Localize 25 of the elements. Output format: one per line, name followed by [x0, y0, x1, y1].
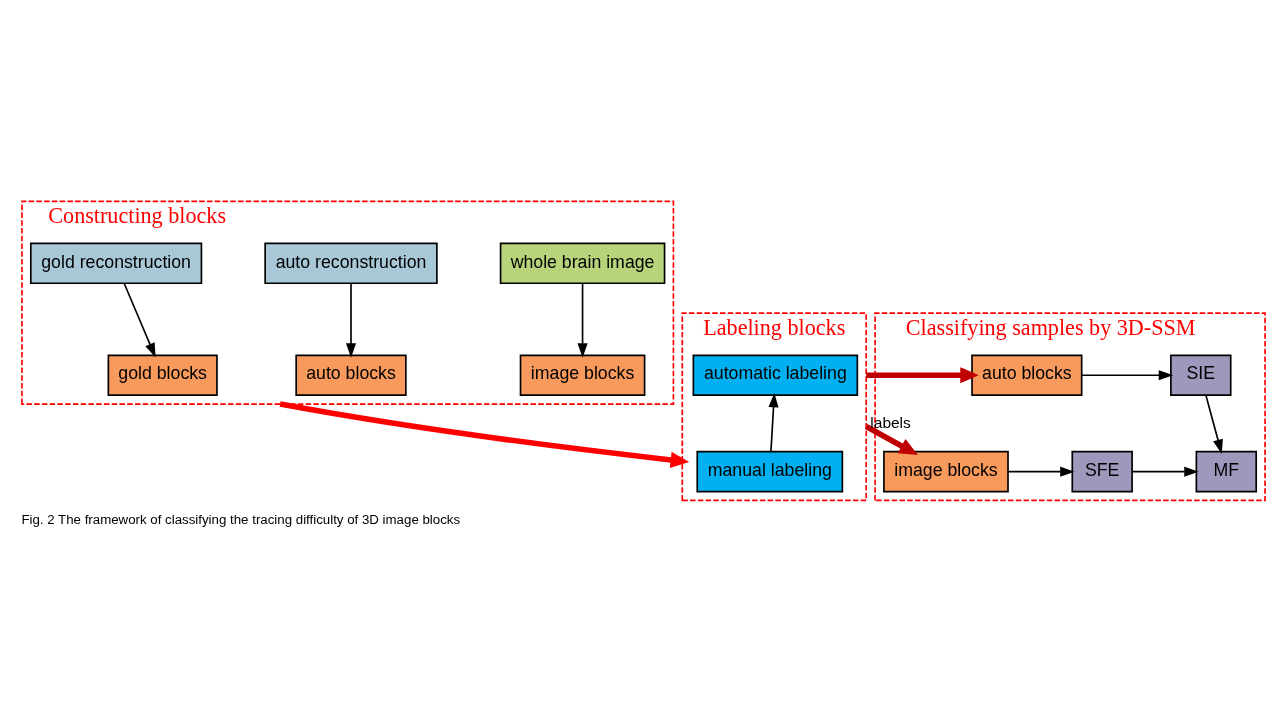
arrow: [864, 423, 918, 455]
node-box: manual labeling: [696, 450, 844, 492]
node-box: auto reconstruction: [264, 242, 438, 284]
node-box: gold reconstruction: [30, 242, 203, 284]
arrow: [279, 400, 690, 468]
arrow: [768, 392, 779, 452]
caption: Fig. 2 The framework of classifying the tracing difficulty of 3D image blocks: [21, 511, 461, 527]
node-box: image blocks: [883, 450, 1009, 492]
arrow: [1131, 466, 1199, 477]
arrow: [345, 282, 357, 358]
arrow: [1081, 369, 1174, 380]
node-box: whole brain image: [499, 242, 666, 284]
arrow: [1205, 394, 1223, 454]
node-box: automatic labeling: [692, 353, 859, 396]
node-box: MF: [1195, 450, 1257, 492]
arrow: [577, 282, 588, 358]
node-box: auto blocks: [971, 353, 1083, 396]
node-box: SIE: [1170, 353, 1232, 396]
arrow: [1007, 466, 1075, 477]
node-box: auto blocks: [295, 353, 407, 396]
arrow: [866, 366, 979, 383]
node-box: SFE: [1071, 450, 1133, 492]
node-box: image blocks: [519, 353, 646, 396]
arrow: [123, 282, 156, 358]
node-box: gold blocks: [107, 353, 218, 396]
